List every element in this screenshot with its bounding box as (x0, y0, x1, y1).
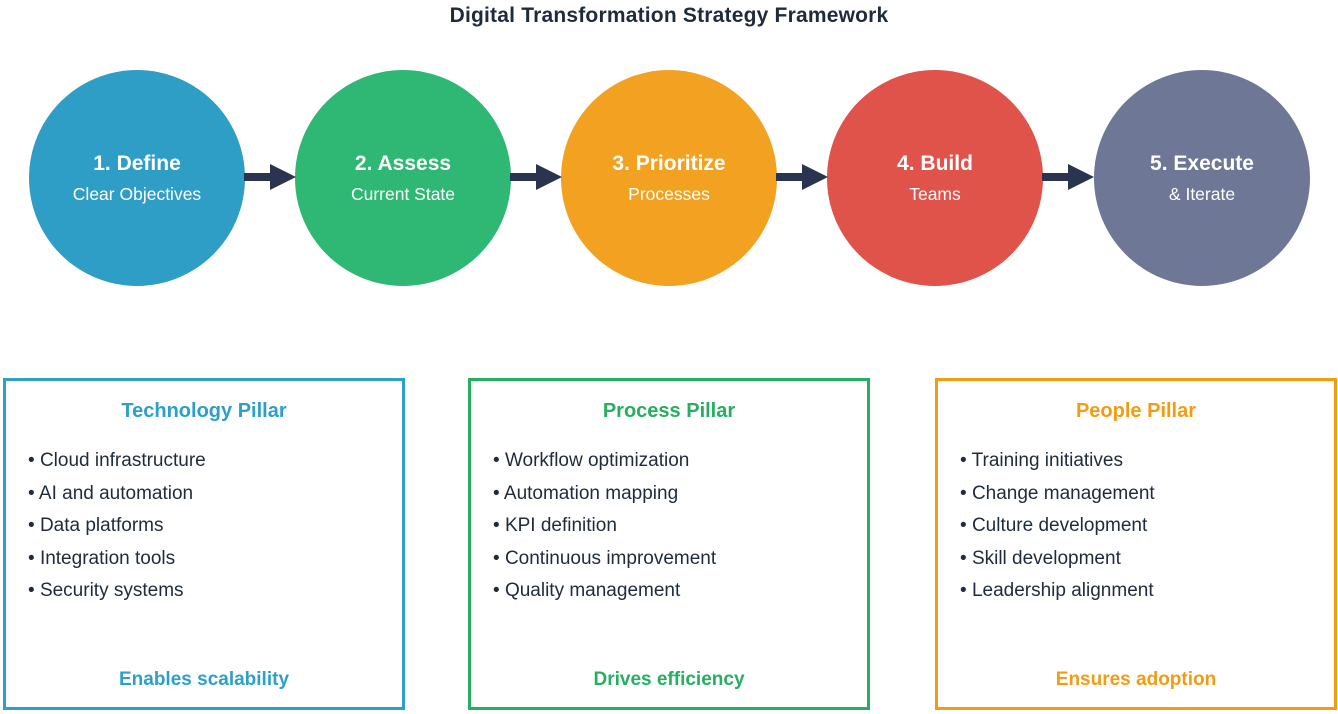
step-label: 3. Prioritize (612, 151, 726, 175)
bullet-marker: • (960, 547, 972, 569)
step-label: 4. Build (897, 151, 973, 175)
step-circle-execute: 5. Execute & Iterate (1094, 70, 1310, 286)
pillar-item-list: • Workflow optimization • Automation map… (471, 445, 867, 608)
bullet-marker: • (493, 580, 505, 601)
pillar-item-text: AI and automation (38, 482, 194, 504)
bullet-marker: • (960, 450, 972, 471)
bullet-marker: • (28, 482, 39, 504)
pillar-title: People Pillar (1075, 400, 1197, 422)
pillar-footer: Enables scalability (118, 669, 290, 690)
bullet-marker: • (960, 580, 972, 601)
pillar-item-text: Data platforms (39, 515, 164, 536)
pillar-item-text: Security systems (39, 580, 184, 601)
step-circle-build: 4. Build Teams (827, 70, 1043, 286)
bullet-marker: • (28, 547, 40, 569)
pillar-item: • Integration tools (28, 543, 402, 576)
pillar-item: • Automation mapping (493, 478, 867, 511)
bullet-marker: • (493, 450, 505, 471)
pillar-item: • Training initiatives (960, 445, 1334, 478)
pillar-item: • Leadership alignment (960, 575, 1334, 608)
pillar-title: Process Pillar (602, 400, 736, 422)
pillar-item: • Continuous improvement (493, 543, 867, 576)
step-circle-assess: 2. Assess Current State (295, 70, 511, 286)
bullet-marker: • (28, 450, 40, 471)
bullet-marker: • (493, 547, 505, 569)
pillar-footer: Drives efficiency (593, 669, 745, 690)
right-arrow-shape (1042, 164, 1094, 190)
pillar-item: • AI and automation (28, 478, 402, 511)
bullet-marker: • (960, 482, 972, 504)
pillar-item-text: KPI definition (504, 515, 617, 536)
step-sublabel: Teams (909, 183, 961, 204)
pillar-item: • Cloud infrastructure (28, 445, 402, 478)
pillar-item-text: Training initiatives (971, 450, 1123, 471)
pillar-item: • Workflow optimization (493, 445, 867, 478)
pillar-title: Technology Pillar (121, 400, 287, 422)
right-arrow-shape (776, 164, 828, 190)
right-arrow-icon (510, 164, 562, 190)
bullet-marker: • (28, 515, 40, 536)
step-circle-define: 1. Define Clear Objectives (29, 70, 245, 286)
bullet-marker: • (493, 515, 505, 536)
right-arrow-shape (510, 164, 562, 190)
pillar-item-text: Leadership alignment (971, 580, 1154, 601)
pillar-item-text: Automation mapping (503, 482, 679, 504)
pillar-item: • Quality management (493, 575, 867, 608)
step-sublabel: & Iterate (1168, 183, 1236, 204)
pillar-item-text: Skill development (971, 547, 1121, 569)
right-arrow-icon (776, 164, 828, 190)
step-sublabel: Clear Objectives (72, 183, 202, 204)
pillar-item: • Data platforms (28, 510, 402, 543)
pillar-item: • Skill development (960, 543, 1334, 576)
pillar-item-text: Workflow optimization (504, 450, 690, 471)
step-circle-prioritize: 3. Prioritize Processes (561, 70, 777, 286)
pillar-box-process: Process Pillar • Workflow optimization •… (468, 378, 870, 710)
bullet-marker: • (28, 580, 40, 601)
diagram-title: Digital Transformation Strategy Framewor… (449, 4, 889, 27)
pillar-box-technology: Technology Pillar • Cloud infrastructure… (3, 378, 405, 710)
right-arrow-icon (1042, 164, 1094, 190)
pillar-item: • Culture development (960, 510, 1334, 543)
pillar-item-text: Continuous improvement (504, 547, 717, 569)
pillar-footer: Ensures adoption (1055, 669, 1217, 690)
pillar-item: • Security systems (28, 575, 402, 608)
bullet-marker: • (960, 515, 972, 536)
step-sublabel: Processes (628, 183, 710, 204)
pillar-item-text: Change management (971, 482, 1155, 504)
pillar-item-text: Integration tools (39, 547, 176, 569)
pillar-box-people: People Pillar • Training initiatives • C… (935, 378, 1337, 710)
pillar-item: • Change management (960, 478, 1334, 511)
step-label: 1. Define (93, 151, 181, 175)
step-label: 2. Assess (354, 151, 452, 175)
right-arrow-shape (244, 164, 296, 190)
pillar-item-list: • Cloud infrastructure • AI and automati… (6, 445, 402, 608)
pillar-item-list: • Training initiatives • Change manageme… (938, 445, 1334, 608)
step-sublabel: Current State (350, 183, 456, 204)
pillar-item-text: Cloud infrastructure (39, 450, 206, 471)
step-label: 5. Execute (1150, 151, 1254, 175)
pillar-item-text: Quality management (504, 580, 681, 601)
pillar-item: • KPI definition (493, 510, 867, 543)
bullet-marker: • (493, 482, 504, 504)
pillar-item-text: Culture development (971, 515, 1148, 536)
right-arrow-icon (244, 164, 296, 190)
